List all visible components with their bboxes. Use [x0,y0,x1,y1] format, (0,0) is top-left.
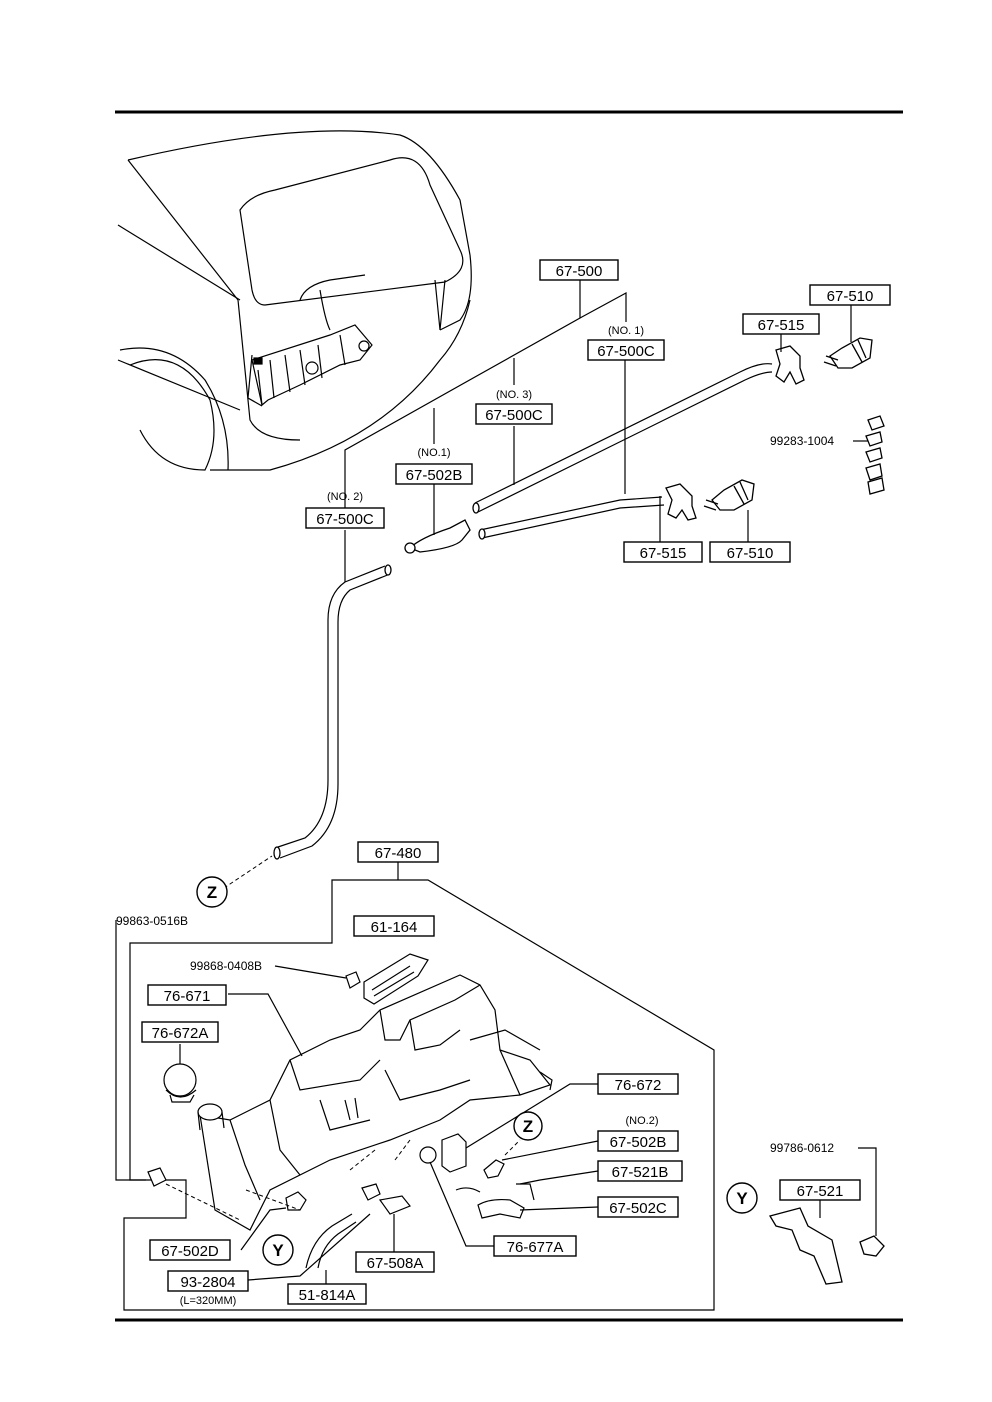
label-67-500: 67-500 [539,259,619,281]
bracket-67-521 [768,1207,843,1285]
qualifier: (NO. 2) [327,491,363,503]
nozzle-67-510-top [823,337,873,369]
label-67-515-bottom: 67-515 [623,541,703,563]
part-number: 61-164 [371,919,418,936]
part-number: 67-500 [556,263,603,280]
part-number: 76-672 [615,1077,662,1094]
part-number: 67-510 [827,288,874,305]
label-67-500c-no2: 67-500C [305,507,385,529]
part-number: 93-2804 [180,1274,235,1291]
marker-z-bottom: Z [513,1111,543,1141]
label-67-502b-no2: 67-502B [597,1130,679,1152]
marker-letter: Z [523,1117,533,1136]
part-number: 67-480 [375,845,422,862]
label-76-672: 76-672 [597,1073,679,1095]
part-number: 67-521B [612,1164,669,1181]
qualifier: (L=320MM) [180,1295,237,1307]
grommet-99283-1004 [865,415,885,495]
part-number: 67-510 [727,545,774,562]
leader-lines [115,280,877,1284]
qualifier: (NO. 1) [608,325,644,337]
hardware-number: 99786-0612 [770,1141,834,1155]
label-61-164: 61-164 [353,915,435,937]
qualifier: (NO.1) [418,447,451,459]
label-67-500c-no3: 67-500C [475,403,553,425]
label-67-502b-no1: 67-502B [395,463,473,485]
part-number: 67-500C [597,343,655,360]
part-number: 67-500C [316,511,374,528]
hardware-number: 99863-0516B [116,914,188,928]
nozzle-67-510-bottom [703,479,755,511]
part-number: 76-677A [507,1239,564,1256]
label-67-500c-no1: 67-500C [587,339,665,361]
label-76-672a: 76-672A [141,1021,219,1043]
marker-z-top: Z [196,876,228,908]
label-67-510-top: 67-510 [809,284,891,306]
marker-y-bracket: Y [726,1182,758,1214]
part-number: 67-502B [406,467,463,484]
part-number: 67-508A [367,1255,424,1272]
part-number: 67-502D [161,1243,219,1260]
marker-y-tank: Y [262,1234,294,1266]
part-number: 67-502C [609,1200,667,1217]
label-67-508a: 67-508A [355,1251,435,1273]
part-number: 76-672A [152,1025,209,1042]
washer-tank-assembly [123,855,715,1311]
bolt-99786-0612 [859,1235,885,1257]
label-67-521b: 67-521B [597,1160,683,1182]
part-number: 67-515 [640,545,687,562]
part-number: 76-671 [164,988,211,1005]
hose-lines [273,363,773,860]
label-67-521: 67-521 [779,1179,861,1201]
part-number: 67-500C [485,407,543,424]
part-number: 67-521 [797,1183,844,1200]
label-67-515-top: 67-515 [742,313,820,335]
label-51-814a: 51-814A [287,1283,367,1305]
label-93-2804: 93-2804 [167,1270,249,1292]
qualifier: (NO. 3) [496,389,532,401]
part-number: 67-502B [610,1134,667,1151]
marker-letter: Y [272,1241,284,1260]
vehicle-rear-illustration [117,130,472,471]
hardware-number: 99868-0408B [190,959,262,973]
label-67-502c: 67-502C [597,1196,679,1218]
marker-letter: Y [736,1189,748,1208]
clip-67-515-bottom [665,483,697,521]
label-67-480: 67-480 [357,841,439,863]
label-67-510-bottom: 67-510 [709,541,791,563]
clip-67-515-top [775,345,805,385]
label-76-671: 76-671 [147,984,227,1006]
label-67-502d: 67-502D [149,1239,231,1261]
label-76-677a: 76-677A [493,1235,577,1257]
hardware-number: 99283-1004 [770,434,834,448]
qualifier: (NO.2) [626,1115,659,1127]
part-number: 51-814A [299,1287,356,1304]
part-number: 67-515 [758,317,805,334]
marker-letter: Z [207,883,217,902]
